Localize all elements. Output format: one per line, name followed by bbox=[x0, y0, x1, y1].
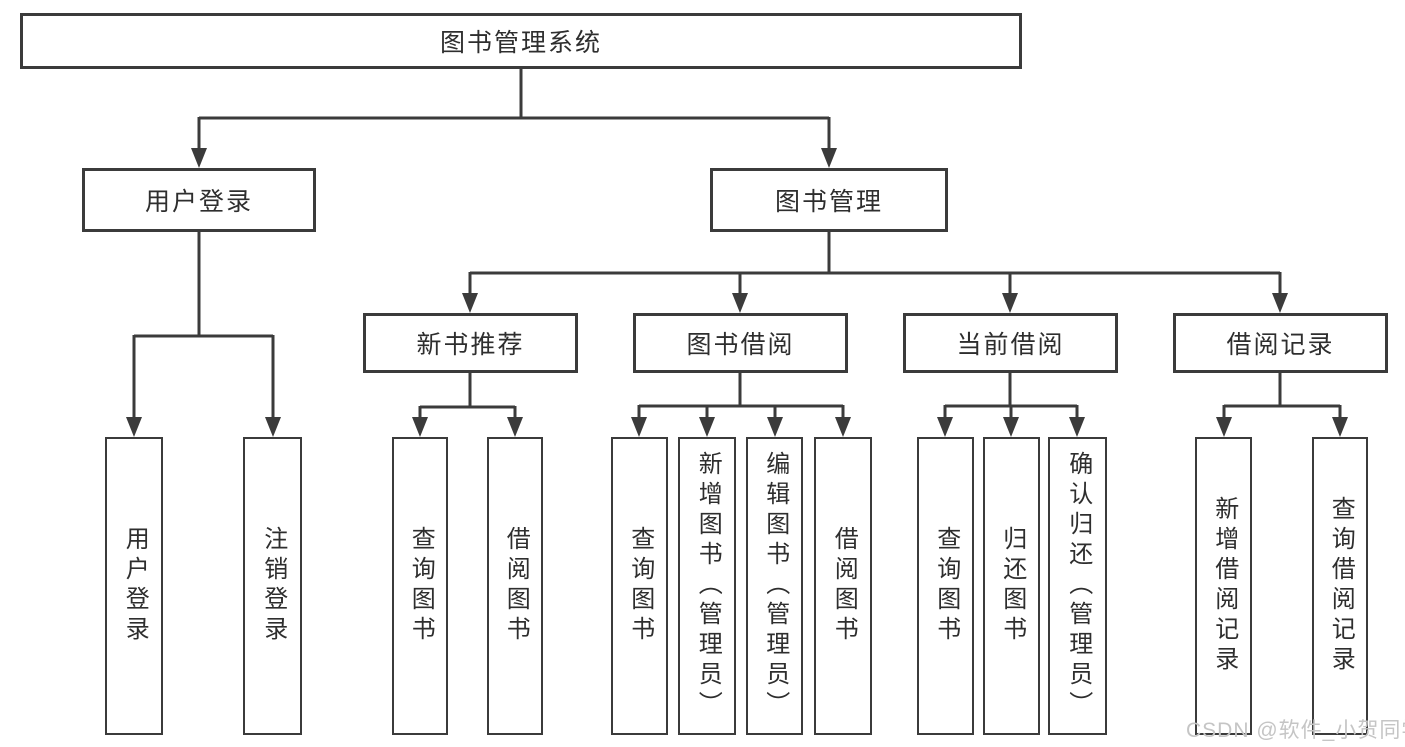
leaf-add-books-admin-label: 新增图书（管理员） bbox=[694, 451, 722, 721]
leaf-edit-books-admin: 编辑图书（管理员） bbox=[746, 437, 803, 735]
leaf-add-borrow-record-label: 新增借阅记录 bbox=[1210, 496, 1238, 676]
leaf-query-borrow-record-label: 查询借阅记录 bbox=[1327, 496, 1355, 676]
leaf-borrow-query-books: 查询图书 bbox=[611, 437, 668, 735]
leaf-confirm-return-admin-label: 确认归还（管理员） bbox=[1064, 451, 1092, 721]
node-user-login-label: 用户登录 bbox=[144, 188, 253, 216]
leaf-borrow-borrow-books: 借阅图书 bbox=[814, 437, 872, 735]
leaf-recommend-borrow-books-label: 借阅图书 bbox=[502, 526, 530, 646]
leaf-logout-login: 注销登录 bbox=[243, 437, 302, 735]
leaf-user-login: 用户登录 bbox=[105, 437, 163, 735]
leaf-recommend-query-books-label: 查询图书 bbox=[407, 526, 435, 646]
leaf-current-query-books-label: 查询图书 bbox=[932, 526, 960, 646]
node-current-borrow-label: 当前借阅 bbox=[956, 331, 1065, 359]
node-new-book-recommend: 新书推荐 bbox=[363, 313, 578, 373]
leaf-return-books-label: 归还图书 bbox=[998, 526, 1026, 646]
node-new-book-recommend-label: 新书推荐 bbox=[416, 331, 525, 359]
leaf-current-query-books: 查询图书 bbox=[917, 437, 974, 735]
leaf-recommend-query-books: 查询图书 bbox=[392, 437, 448, 735]
leaf-borrow-borrow-books-label: 借阅图书 bbox=[830, 526, 858, 646]
node-root-system: 图书管理系统 bbox=[20, 13, 1022, 69]
node-user-login: 用户登录 bbox=[82, 168, 316, 232]
node-book-management-label: 图书管理 bbox=[774, 188, 883, 216]
arrowheads bbox=[126, 148, 1348, 437]
node-borrow-records: 借阅记录 bbox=[1173, 313, 1388, 373]
leaf-return-books: 归还图书 bbox=[983, 437, 1040, 735]
node-book-management: 图书管理 bbox=[710, 168, 948, 232]
leaf-confirm-return-admin: 确认归还（管理员） bbox=[1048, 437, 1107, 735]
node-root-label: 图书管理系统 bbox=[439, 29, 602, 57]
leaf-add-books-admin: 新增图书（管理员） bbox=[678, 437, 736, 735]
leaf-edit-books-admin-label: 编辑图书（管理员） bbox=[761, 451, 789, 721]
leaf-add-borrow-record: 新增借阅记录 bbox=[1195, 437, 1252, 735]
leaf-borrow-query-books-label: 查询图书 bbox=[626, 526, 654, 646]
node-current-borrow: 当前借阅 bbox=[903, 313, 1118, 373]
leaf-user-login-label: 用户登录 bbox=[121, 526, 149, 646]
leaf-recommend-borrow-books: 借阅图书 bbox=[487, 437, 543, 735]
node-borrow-records-label: 借阅记录 bbox=[1226, 331, 1335, 359]
csdn-watermark: CSDN @软件_小贺同学 bbox=[1186, 719, 1405, 742]
leaf-logout-login-label: 注销登录 bbox=[259, 526, 287, 646]
node-book-borrow: 图书借阅 bbox=[633, 313, 848, 373]
node-book-borrow-label: 图书借阅 bbox=[686, 331, 795, 359]
leaf-query-borrow-record: 查询借阅记录 bbox=[1312, 437, 1368, 735]
